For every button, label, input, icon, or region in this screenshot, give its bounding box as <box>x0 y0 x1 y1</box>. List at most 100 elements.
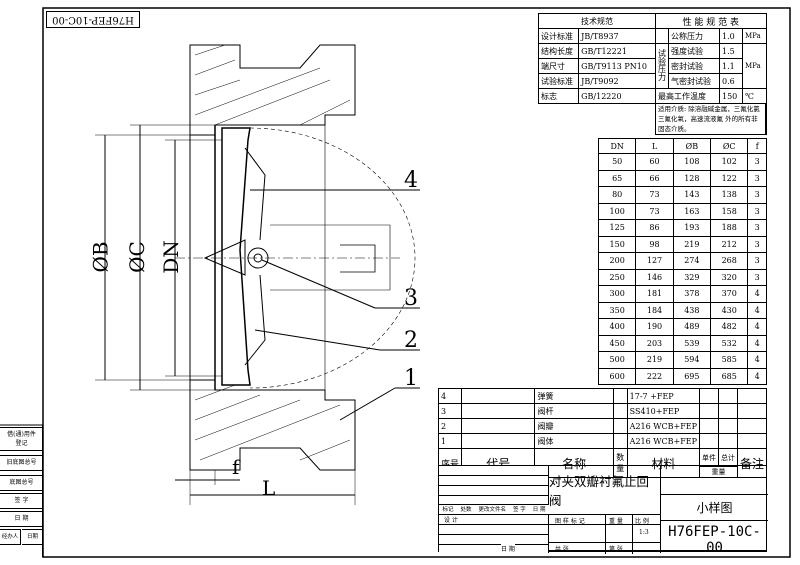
drawing-number: H76FEP-10C-00 <box>668 524 761 556</box>
test-value: 1.1 <box>718 58 743 74</box>
design-label: 设 计 <box>444 515 458 524</box>
dim-cell: 102 <box>710 153 749 171</box>
tech-spec-label: 试验标准 <box>537 73 580 89</box>
revision-headers: 标记处数更改文件名签 字日 期 <box>439 504 549 514</box>
left-column-label: 签 字 <box>0 493 43 509</box>
rev-header: 日 期 <box>532 507 546 513</box>
part-cell: 4 <box>437 388 463 404</box>
tech-spec-value: JB/T8937 <box>578 28 656 44</box>
performance-title: 性 能 规 范 表 <box>655 13 767 29</box>
drawing-type: 小样图 <box>661 494 768 521</box>
dim-cell: 350 <box>597 301 637 319</box>
test-label: 强度试验 <box>668 43 720 59</box>
dim-cell: 212 <box>710 235 749 253</box>
temp-unit: ℃ <box>741 88 767 104</box>
dim-cell: 3 <box>747 219 767 237</box>
tech-spec-label: 标志 <box>537 88 580 104</box>
left-column-label: 经办人 <box>0 529 21 545</box>
left-margin-block: 借(通)用件登记旧底图总号底图总号签 字日 期经办人日期 <box>0 425 43 557</box>
part-cell <box>612 388 628 404</box>
dim-cell: 438 <box>672 301 712 319</box>
part-cell: 1 <box>437 433 463 449</box>
callout-1: 1 <box>404 366 418 391</box>
part-cell <box>461 403 536 419</box>
dim-cell: 143 <box>672 186 712 204</box>
dim-cell: 585 <box>710 351 749 369</box>
nominal-label: 公称压力 <box>668 28 720 44</box>
part-cell: 2 <box>437 418 463 434</box>
scale-value: 1:3 <box>639 529 649 536</box>
dim-cell: 181 <box>635 285 674 303</box>
tech-spec-label: 设计标准 <box>537 28 580 44</box>
dim-b-label: ØB <box>88 241 113 273</box>
dim-l-label: L <box>262 476 276 500</box>
parts-header-remark: 备注 <box>736 448 768 478</box>
sheets-total: 共 张 <box>555 546 569 553</box>
dim-cell: 274 <box>672 252 712 270</box>
dim-cell: 4 <box>747 301 767 319</box>
dim-cell: 163 <box>672 202 712 220</box>
tech-spec-value: GB/T12221 <box>578 43 656 59</box>
part-cell: 17-7 +FEP <box>626 388 700 404</box>
part-cell: SS410+FEP <box>626 403 700 419</box>
left-column-label: 日 期 <box>0 511 43 527</box>
dim-dn-label: DN <box>158 240 183 274</box>
dim-cell: 108 <box>672 153 712 171</box>
part-cell: A216 WCB+FEP <box>626 433 700 449</box>
dim-header: ØC <box>710 138 749 154</box>
dim-cell: 200 <box>597 252 637 270</box>
sheet-number: 第 张 <box>609 546 623 553</box>
dim-cell: 300 <box>597 285 637 303</box>
dim-cell: 203 <box>635 334 674 352</box>
callout-4: 4 <box>404 168 418 193</box>
part-cell: 阀体 <box>534 433 614 449</box>
test-group-label: 试验压力 <box>655 43 669 89</box>
dim-cell: 268 <box>710 252 749 270</box>
dim-cell: 150 <box>597 235 637 253</box>
dim-cell: 3 <box>747 153 767 171</box>
dim-cell: 482 <box>710 318 749 336</box>
left-column-label: 旧底图总号 <box>0 455 43 471</box>
dim-cell: 378 <box>672 285 712 303</box>
left-column-label: 日期 <box>22 529 43 545</box>
dim-cell: 3 <box>747 186 767 204</box>
dim-cell: 219 <box>635 351 674 369</box>
dim-f-label: f <box>232 455 240 479</box>
dim-cell: 489 <box>672 318 712 336</box>
weight-label: 重 量 <box>609 518 623 525</box>
max-temp-label: 最高工作温度 <box>655 88 720 104</box>
body-lower-flange <box>189 379 356 471</box>
test-label: 气密封试验 <box>668 73 720 89</box>
test-value: 0.6 <box>718 73 743 89</box>
part-cell <box>461 388 536 404</box>
max-temp-value: 150 <box>718 88 743 104</box>
dim-cell: 594 <box>672 351 712 369</box>
dim-cell: 98 <box>635 235 674 253</box>
dim-cell: 66 <box>635 169 674 187</box>
frame-border <box>42 7 791 558</box>
parts-header-material: 材料 <box>626 448 700 478</box>
part-cell: 阀杆 <box>534 403 614 419</box>
part-cell <box>612 433 628 449</box>
part-cell <box>461 433 536 449</box>
dim-cell: 3 <box>747 252 767 270</box>
dim-cell: 250 <box>597 268 637 286</box>
dim-cell: 60 <box>635 153 674 171</box>
dim-cell: 430 <box>710 301 749 319</box>
dim-cell: 193 <box>672 219 712 237</box>
parts-header-weight: 重量 <box>698 466 738 478</box>
part-cell: A216 WCB+FEP <box>626 418 700 434</box>
dim-cell: 146 <box>635 268 674 286</box>
